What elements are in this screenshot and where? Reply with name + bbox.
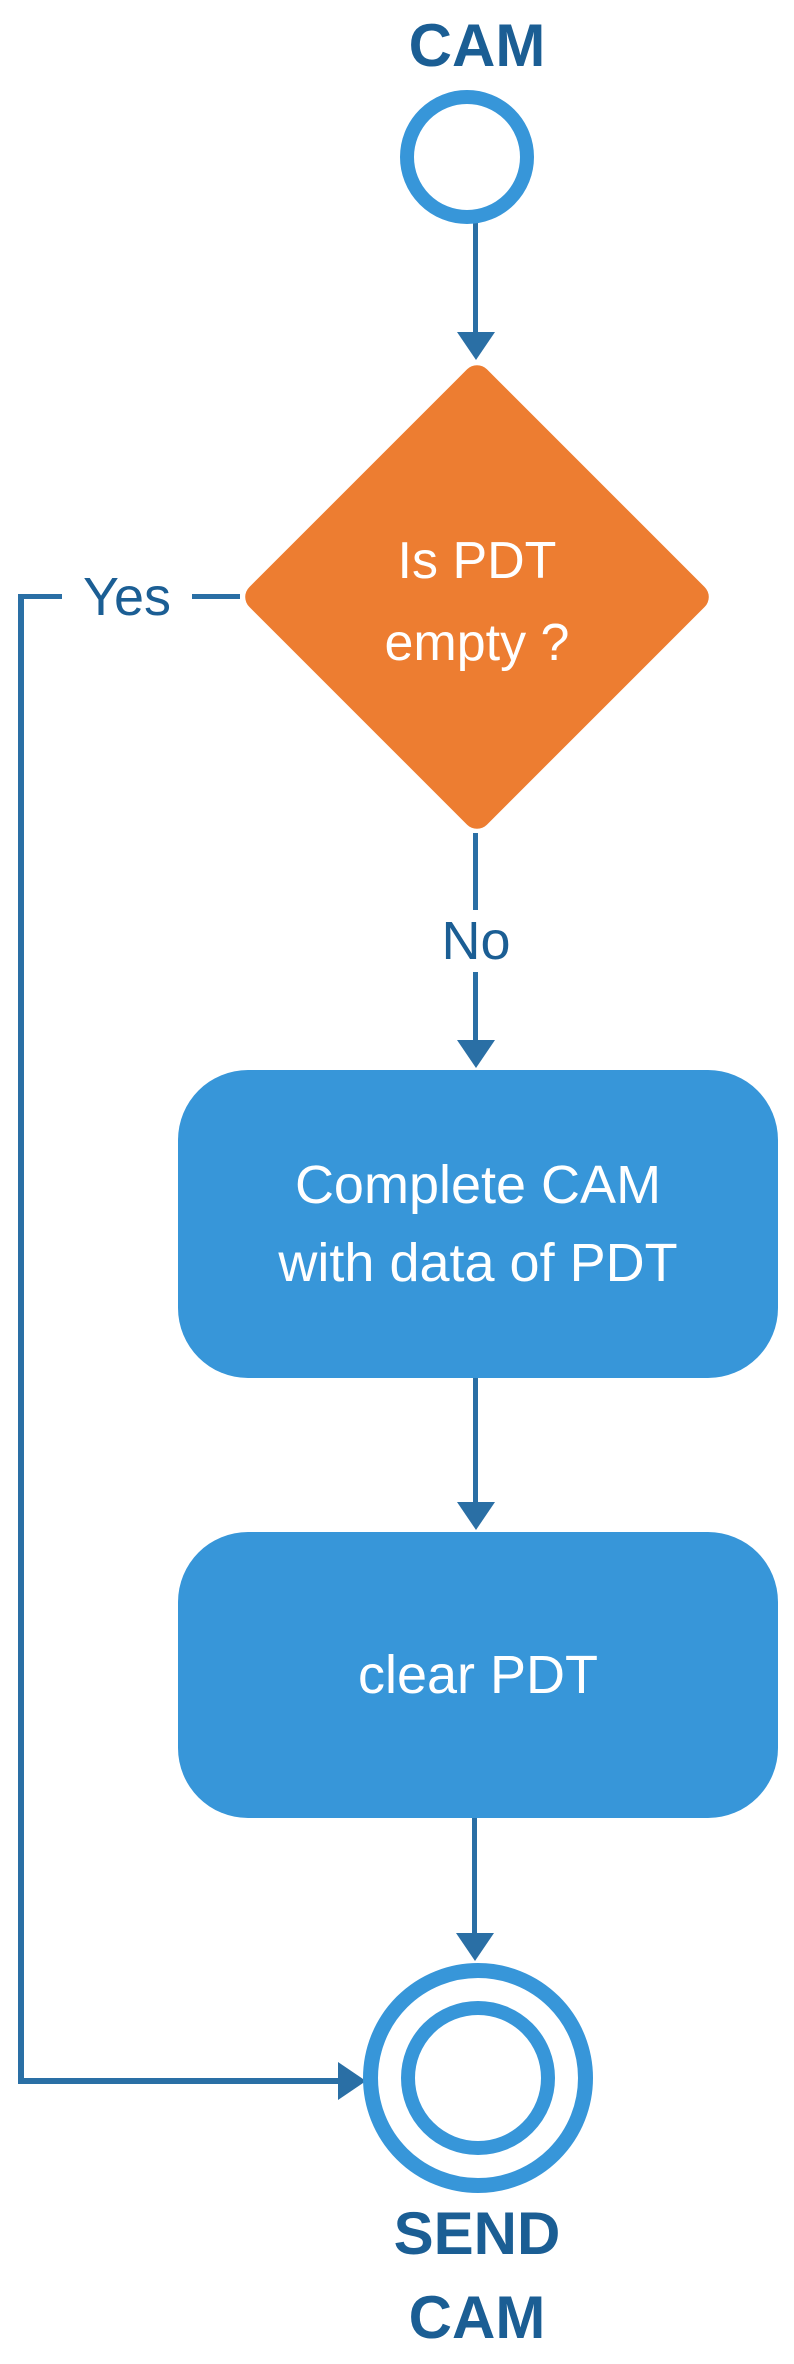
process-clear-text: clear PDT xyxy=(357,1645,599,1705)
decision-text-line1: Is PDT xyxy=(397,532,557,590)
arrowhead-down-icon xyxy=(457,1040,495,1068)
decision-text-line2: empty ? xyxy=(384,614,570,672)
process-complete-box: Complete CAM with data of PDT xyxy=(178,1070,778,1378)
arrowhead-right-icon xyxy=(338,2062,366,2100)
yes-label: Yes xyxy=(62,566,192,628)
process-complete-text-line2: with data of PDT xyxy=(278,1233,678,1293)
process-complete-text-line1: Complete CAM xyxy=(294,1155,662,1215)
edge-process1-to-process2-line xyxy=(473,1376,478,1506)
process-clear-box: clear PDT xyxy=(178,1532,778,1818)
arrowhead-down-icon xyxy=(456,1933,494,1961)
end-node-inner-circle xyxy=(401,2001,555,2155)
arrowhead-down-icon xyxy=(457,332,495,360)
end-label: SEND CAM xyxy=(327,2192,627,2360)
arrowhead-down-icon xyxy=(457,1502,495,1530)
end-label-line2: CAM xyxy=(408,2284,546,2351)
no-label: No xyxy=(421,910,531,972)
edge-yes-horizontal-bottom-line xyxy=(18,2078,340,2084)
edge-yes-vertical-line xyxy=(18,594,24,2082)
end-node-outer-circle xyxy=(363,1963,593,2193)
start-node-circle xyxy=(400,90,534,224)
decision-text: Is PDT empty ? xyxy=(277,520,677,684)
edge-start-to-decision-line xyxy=(473,220,478,336)
edge-process2-to-end-line xyxy=(472,1816,477,1938)
start-label: CAM xyxy=(408,12,546,79)
end-label-line1: SEND xyxy=(393,2200,561,2267)
